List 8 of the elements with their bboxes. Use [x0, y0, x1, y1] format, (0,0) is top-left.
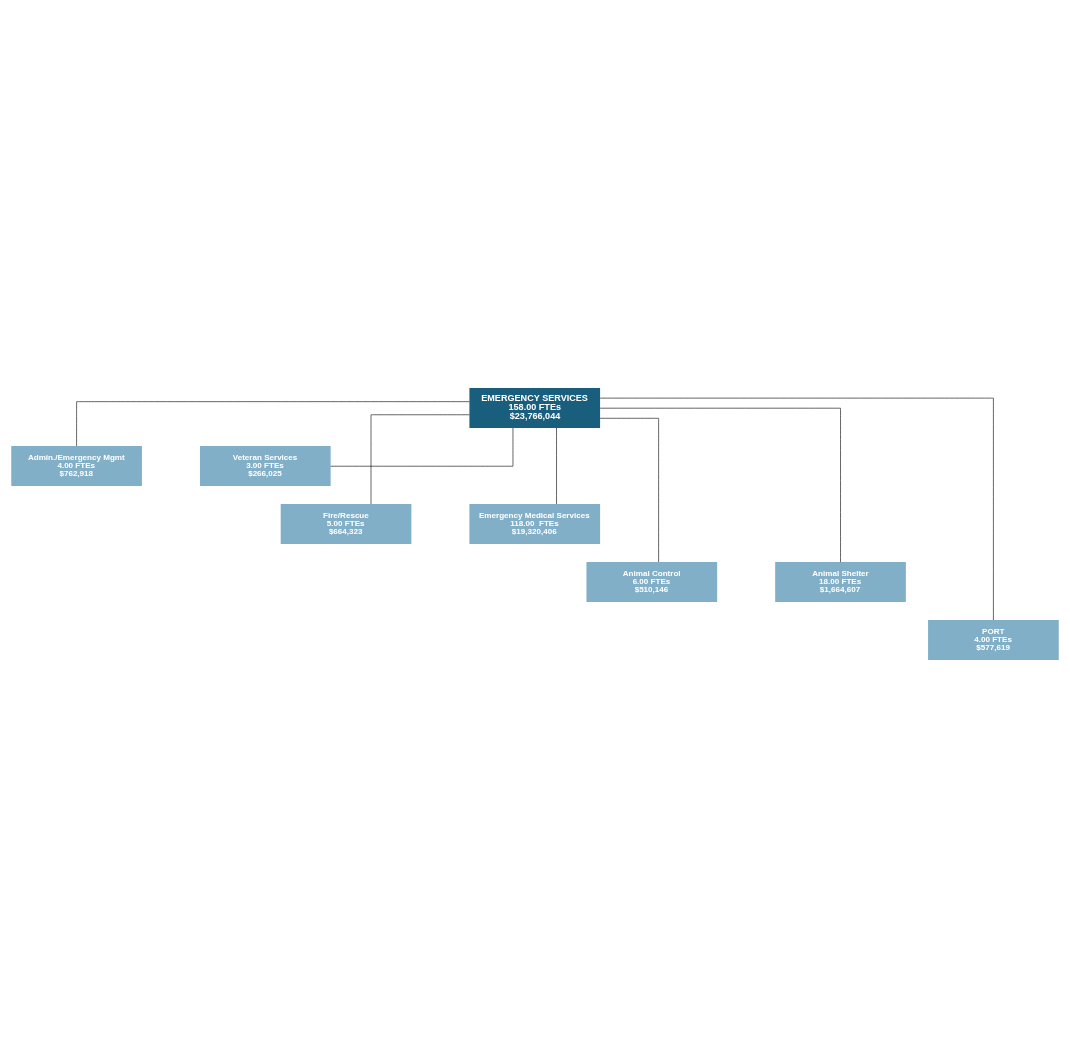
node-box: Veteran Services 3.00 FTEs $266,025	[199, 446, 331, 486]
node-box: Fire/Rescue 5.00 FTEs $664,323	[280, 504, 412, 544]
node-box: Animal Control 6.00 FTEs $510,146	[586, 562, 718, 602]
node-box: Animal Shelter 18.00 FTEs $1,664,607	[775, 562, 906, 602]
node-box: EMERGENCY SERVICES 158.00 FTEs $23,766,044	[469, 388, 601, 428]
node-box: PORT 4.00 FTEs $577,619	[928, 620, 1059, 660]
node-box: Admin./Emergency Mgmt 4.00 FTEs $762,918	[11, 446, 142, 486]
node-box: Emergency Medical Services 118.00 FTEs $19,320,406	[469, 504, 601, 544]
